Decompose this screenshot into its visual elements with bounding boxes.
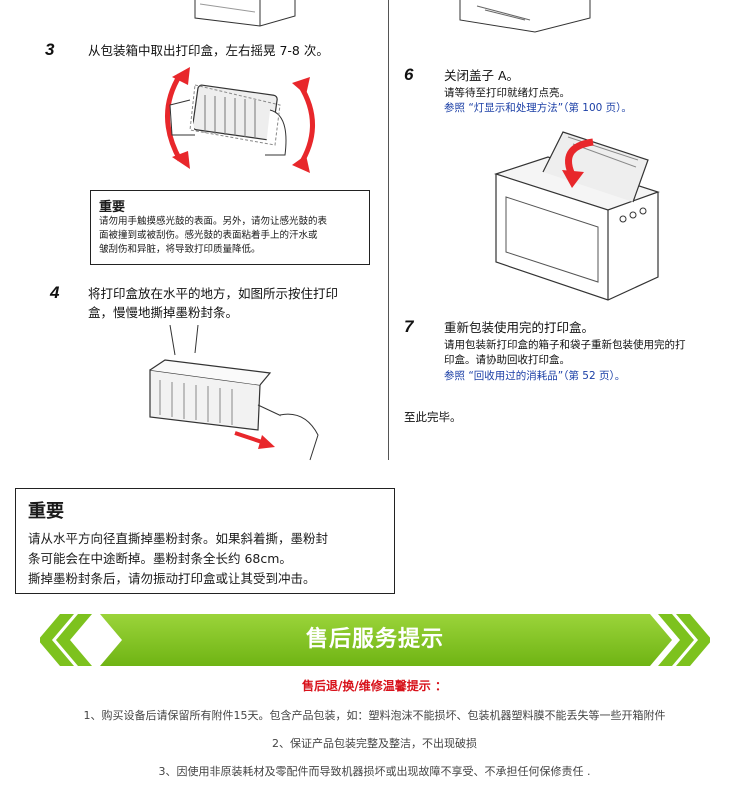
step-7-reference-link[interactable]: 参照 “回收用过的消耗品”（第 52 页）。 (444, 370, 626, 382)
printer-close-cover-illustration (494, 131, 660, 301)
step-6-note: 请等待至打印就绪灯点亮。 (444, 87, 570, 99)
step-6-number: 6 (404, 65, 414, 84)
notice-line: 撕掉墨粉封条后，请勿振动打印盒或让其受到冲击。 (28, 571, 316, 586)
step-6-reference-link[interactable]: 参照 “灯显示和处理方法”（第 100 页）。 (444, 102, 632, 114)
important-notice-drum: 重要 请勿用手触摸感光鼓的表面。另外，请勿让感光鼓的表 面被撞到或被刮伤。感光鼓… (90, 190, 370, 265)
step-4-title-line2: 盒，慢慢地撕掉墨粉封条。 (88, 305, 239, 320)
step-7-title: 重新包装使用完的打印盒。 (444, 320, 595, 335)
step-4-title-line1: 将打印盒放在水平的地方，如图所示按住打印 (88, 286, 339, 301)
printer-illustration-top-right (459, 0, 591, 33)
step-3-title: 从包装箱中取出打印盒，左右摇晃 7-8 次。 (88, 43, 329, 58)
policy-item-3: 3、因使用非原装耗材及零配件而导致机器损坏或出现故障不享受、不承担任何保修责任 … (158, 765, 591, 778)
shake-cartridge-illustration (165, 67, 315, 173)
notice-line: 请从水平方向径直撕掉墨粉封条。如果斜着撕，墨粉封 (28, 531, 329, 546)
step-7-number: 7 (404, 317, 414, 336)
banner-background (40, 614, 710, 666)
printer-illustration-top-left (194, 0, 296, 27)
completion-text: 至此完毕。 (404, 410, 462, 424)
important-notice-seal: 重要 请从水平方向径直撕掉墨粉封条。如果斜着撕，墨粉封 条可能会在中途断掉。墨粉… (15, 488, 395, 594)
step-4-number: 4 (50, 283, 60, 302)
notice-line: 请勿用手触摸感光鼓的表面。另外，请勿让感光鼓的表 (99, 216, 328, 227)
step-7-note-line2: 印盒。请协助回收打印盒。 (444, 354, 570, 366)
notice-line: 皱刮伤和异脏，将导致打印质量降低。 (99, 244, 261, 255)
step-6-title: 关闭盖子 A。 (444, 68, 520, 83)
notice-heading: 重要 (28, 501, 64, 522)
after-sales-banner: 售后服务提示 (40, 614, 710, 666)
banner-title: 售后服务提示 (305, 627, 444, 652)
notice-line: 面被撞到或被刮伤。感光鼓的表面粘着手上的汗水或 (99, 230, 318, 241)
policy-item-2: 2、保证产品包装完整及整洁，不出现破损 (272, 737, 477, 750)
notice-heading: 重要 (99, 200, 126, 215)
column-divider (388, 0, 389, 460)
step-7-note-line1: 请用包装新打印盒的箱子和袋子重新包装使用完的打 (444, 339, 686, 351)
after-sales-subtitle: 售后退/换/维修温馨提示 ： (302, 679, 447, 693)
remove-seal-illustration (149, 325, 319, 461)
step-3-number: 3 (45, 40, 55, 59)
notice-line: 条可能会在中途断掉。墨粉封条全长约 68cm。 (28, 551, 292, 566)
policy-item-1: 1、购买设备后请保留所有附件15天。包含产品包装，如：塑料泡沫不能损坏、包装机器… (83, 709, 666, 722)
